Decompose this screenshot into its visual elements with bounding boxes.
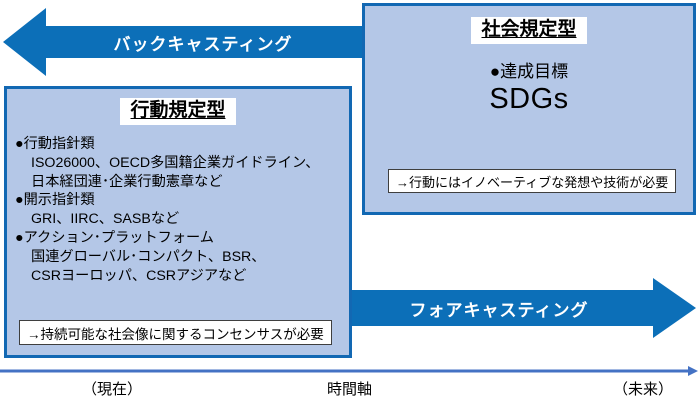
timeline-labels: （現在） 時間軸 （未来） (0, 378, 700, 406)
right-panel-callout: →行動にはイノベーティブな発想や技術が必要 (388, 169, 677, 193)
backcasting-arrow-shape (3, 8, 362, 76)
left-panel-title: 行動規定型 (120, 98, 236, 125)
bullet-sub-line: CSRヨーロッパ、CSRアジアなど (31, 267, 247, 284)
goal-label: ●達成目標 (489, 61, 569, 81)
panel-society-prescriptive: 社会規定型 ●達成目標 SDGs →行動にはイノベーティブな発想や技術が必要 (362, 3, 696, 215)
bullet-sub-line: 日本経団連･企業行動憲章など (31, 173, 223, 190)
timeline-label-axis: 時間軸 (327, 381, 373, 398)
timeline-label-future: （未来） (613, 381, 674, 398)
left-panel-title-row: 行動規定型 (7, 98, 349, 125)
bullet-item: ●開示指針類 GRI、IIRC、SASBなど (15, 191, 343, 229)
right-panel-title-row: 社会規定型 (365, 17, 693, 44)
backcasting-arrow: バックキャスティング (2, 6, 362, 78)
bullet-sub-line: 国連グローバル･コンパクト、BSR、 (31, 249, 266, 265)
bullet-head: ●開示指針類 (15, 192, 95, 209)
panel-action-prescriptive: 行動規定型 ●行動指針類 ISO26000、OECD多国籍企業ガイドライン、 日… (4, 86, 352, 358)
right-panel-title: 社会規定型 (471, 17, 587, 44)
left-panel-bullet-list: ●行動指針類 ISO26000、OECD多国籍企業ガイドライン、 日本経団連･企… (7, 135, 349, 286)
bullet-sub-line: GRI、IIRC、SASBなど (31, 211, 180, 228)
timeline-arrowhead (688, 366, 698, 376)
bullet-head: ●行動指針類 (15, 135, 95, 152)
goal-value: SDGs (489, 83, 569, 116)
forecasting-arrow-shape (345, 278, 696, 338)
bullet-head: ●アクション･プラットフォーム (15, 230, 214, 247)
timeline-axis (0, 366, 698, 376)
bullet-item: ●アクション･プラットフォーム 国連グローバル･コンパクト、BSR、 CSRヨー… (15, 229, 343, 286)
timeline-label-present: （現在） (82, 381, 143, 398)
bullet-item: ●行動指針類 ISO26000、OECD多国籍企業ガイドライン、 日本経団連･企… (15, 135, 343, 192)
right-panel-goal-block: ●達成目標 SDGs (365, 62, 693, 117)
left-panel-callout: →持続可能な社会像に関するコンセンサスが必要 (19, 320, 332, 345)
forecasting-arrow: フォアキャスティング (345, 277, 697, 339)
bullet-sub-line: ISO26000、OECD多国籍企業ガイドライン、 (31, 154, 320, 171)
